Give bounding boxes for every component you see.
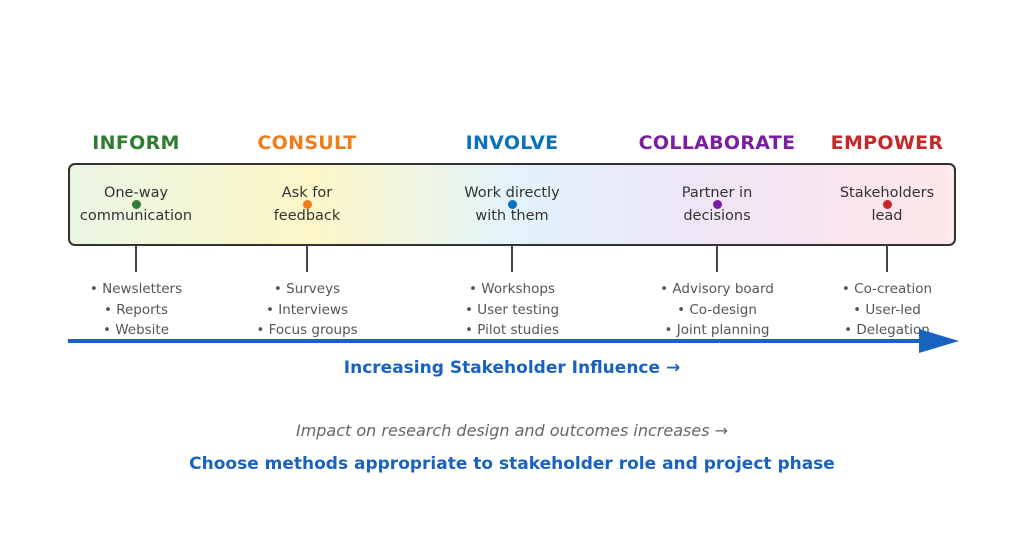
method-item: • Advisory board [660,281,774,297]
method-item: • User-led [853,301,921,318]
stage-title: COLLABORATE [638,132,796,154]
method-item: • Delegation [844,322,930,338]
stage-description: Stakeholders lead [807,182,967,228]
stage-marker-icon [507,200,517,209]
stage-connector [716,245,718,272]
stage-connector [886,245,888,272]
stage-connector [135,245,137,272]
stage-methods: • Surveys • Interviews • Focus groups [217,279,397,341]
stage-connector [511,245,513,272]
method-item: • Reports [103,301,169,318]
stage-methods: • Co-creation • User-led • Delegation [797,279,977,341]
stage-marker-icon [712,200,722,209]
stage-description: Ask for feedback [227,182,387,228]
stage-description-line: decisions [683,208,751,224]
method-item: • Pilot studies [465,322,559,338]
stage-title: EMPOWER [830,132,944,154]
stage-connector [306,245,308,272]
stage-description: Work directly with them [432,182,592,228]
method-item: • Co-design [677,301,757,318]
stage-title: CONSULT [257,132,357,154]
stage-description: Partner in decisions [637,182,797,228]
method-item: • Workshops [469,281,555,297]
stage-description-line: One-way [103,185,169,201]
stage-description-line: Work directly [464,185,560,201]
stage-marker-icon [302,200,312,209]
method-item: • Interviews [265,301,349,318]
influence-arrow-line [68,339,923,343]
method-item: • Website [102,322,170,338]
method-item: • Co-creation [841,281,933,297]
stage-title: INFORM [92,132,180,154]
stage-title: INVOLVE [465,132,559,154]
method-item: • Focus groups [256,322,358,338]
method-item: • Surveys [273,281,341,297]
stage-description: One-way communication [56,182,216,228]
stage-description-line: lead [871,208,903,224]
stage-methods: • Advisory board • Co-design • Joint plann… [627,279,807,341]
arrow-head-icon [919,329,959,353]
stage-description-line: Stakeholders [839,185,935,201]
guidance-text: Choose methods appropriate to stakeholde… [189,454,835,474]
stage-methods: • Workshops • User testing • Pilot studies [422,279,602,341]
arrow-label: Increasing Stakeholder Influence → [343,358,681,378]
stage-description-line: with them [475,208,549,224]
stage-description-line: feedback [273,208,341,224]
impact-note: Impact on research design and outcomes i… [295,421,729,440]
stage-marker-icon [882,200,892,209]
stage-methods: • Newsletters • Reports • Website [46,279,226,341]
stage-description-line: Partner in [681,185,753,201]
stage-description-line: Ask for [281,185,333,201]
method-item: • Newsletters [89,281,183,297]
stage-description-line: communication [79,208,193,224]
stage-marker-icon [131,200,141,209]
method-item: • Joint planning [664,322,770,338]
method-item: • User testing [464,301,560,318]
